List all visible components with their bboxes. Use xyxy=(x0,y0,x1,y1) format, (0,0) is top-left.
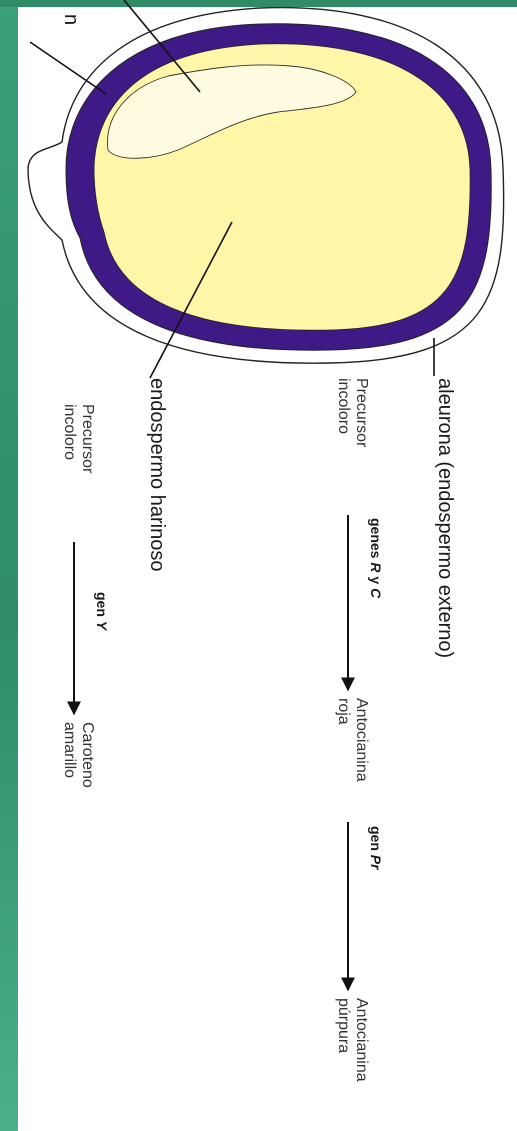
purple-anthocyanin-label: Antocianina púrpura xyxy=(334,998,370,1082)
gen-y-label: gen Y xyxy=(94,592,110,630)
carotene-precursor-label: Precursor incoloro xyxy=(60,404,96,473)
yellow-carotene-label: Caroteno amarillo xyxy=(60,722,96,788)
starchy-endosperm-label: endospermo harinoso xyxy=(146,378,168,571)
aleurone-label: aleurona (endospermo externo) xyxy=(434,378,456,658)
anthocyanin-precursor-label: Precursor incoloro xyxy=(334,378,370,447)
red-anthocyanin-label: Antocianina roja xyxy=(334,698,370,782)
genes-r-c-label: genes R y C xyxy=(368,518,384,598)
leader-line-coat xyxy=(30,42,106,94)
cropped-label: n xyxy=(60,14,82,25)
gen-pr-label: gen Pr xyxy=(368,826,384,870)
